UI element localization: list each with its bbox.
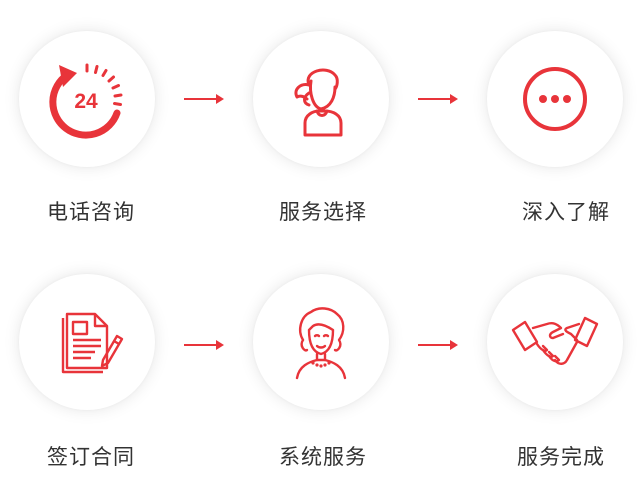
phone-24-text: 24 (74, 90, 98, 113)
service-woman-icon (295, 307, 347, 380)
handshake-icon (511, 316, 599, 365)
step-5-label: 系统服务 (279, 445, 367, 469)
step-3-circle (487, 31, 623, 167)
step-5-circle (253, 274, 389, 410)
step-2-circle (253, 31, 389, 167)
step-3-label: 深入了解 (522, 200, 610, 224)
phone-24h-icon: 24 (49, 63, 123, 139)
arrow-right-icon (418, 340, 458, 350)
step-6-label: 服务完成 (517, 445, 605, 469)
step-4-label: 签订合同 (47, 445, 135, 469)
chat-dots-icon (523, 67, 587, 131)
step-2-label: 服务选择 (279, 200, 367, 224)
arrow-right-icon (184, 340, 224, 350)
customer-service-person-icon (294, 68, 343, 137)
contract-document-icon (61, 312, 124, 374)
arrow-right-icon (184, 94, 224, 104)
step-6-circle (487, 274, 623, 410)
arrow-right-icon (418, 94, 458, 104)
step-1-label: 电话咨询 (47, 200, 135, 224)
step-4-circle (19, 274, 155, 410)
step-1-circle: 24 (19, 31, 155, 167)
